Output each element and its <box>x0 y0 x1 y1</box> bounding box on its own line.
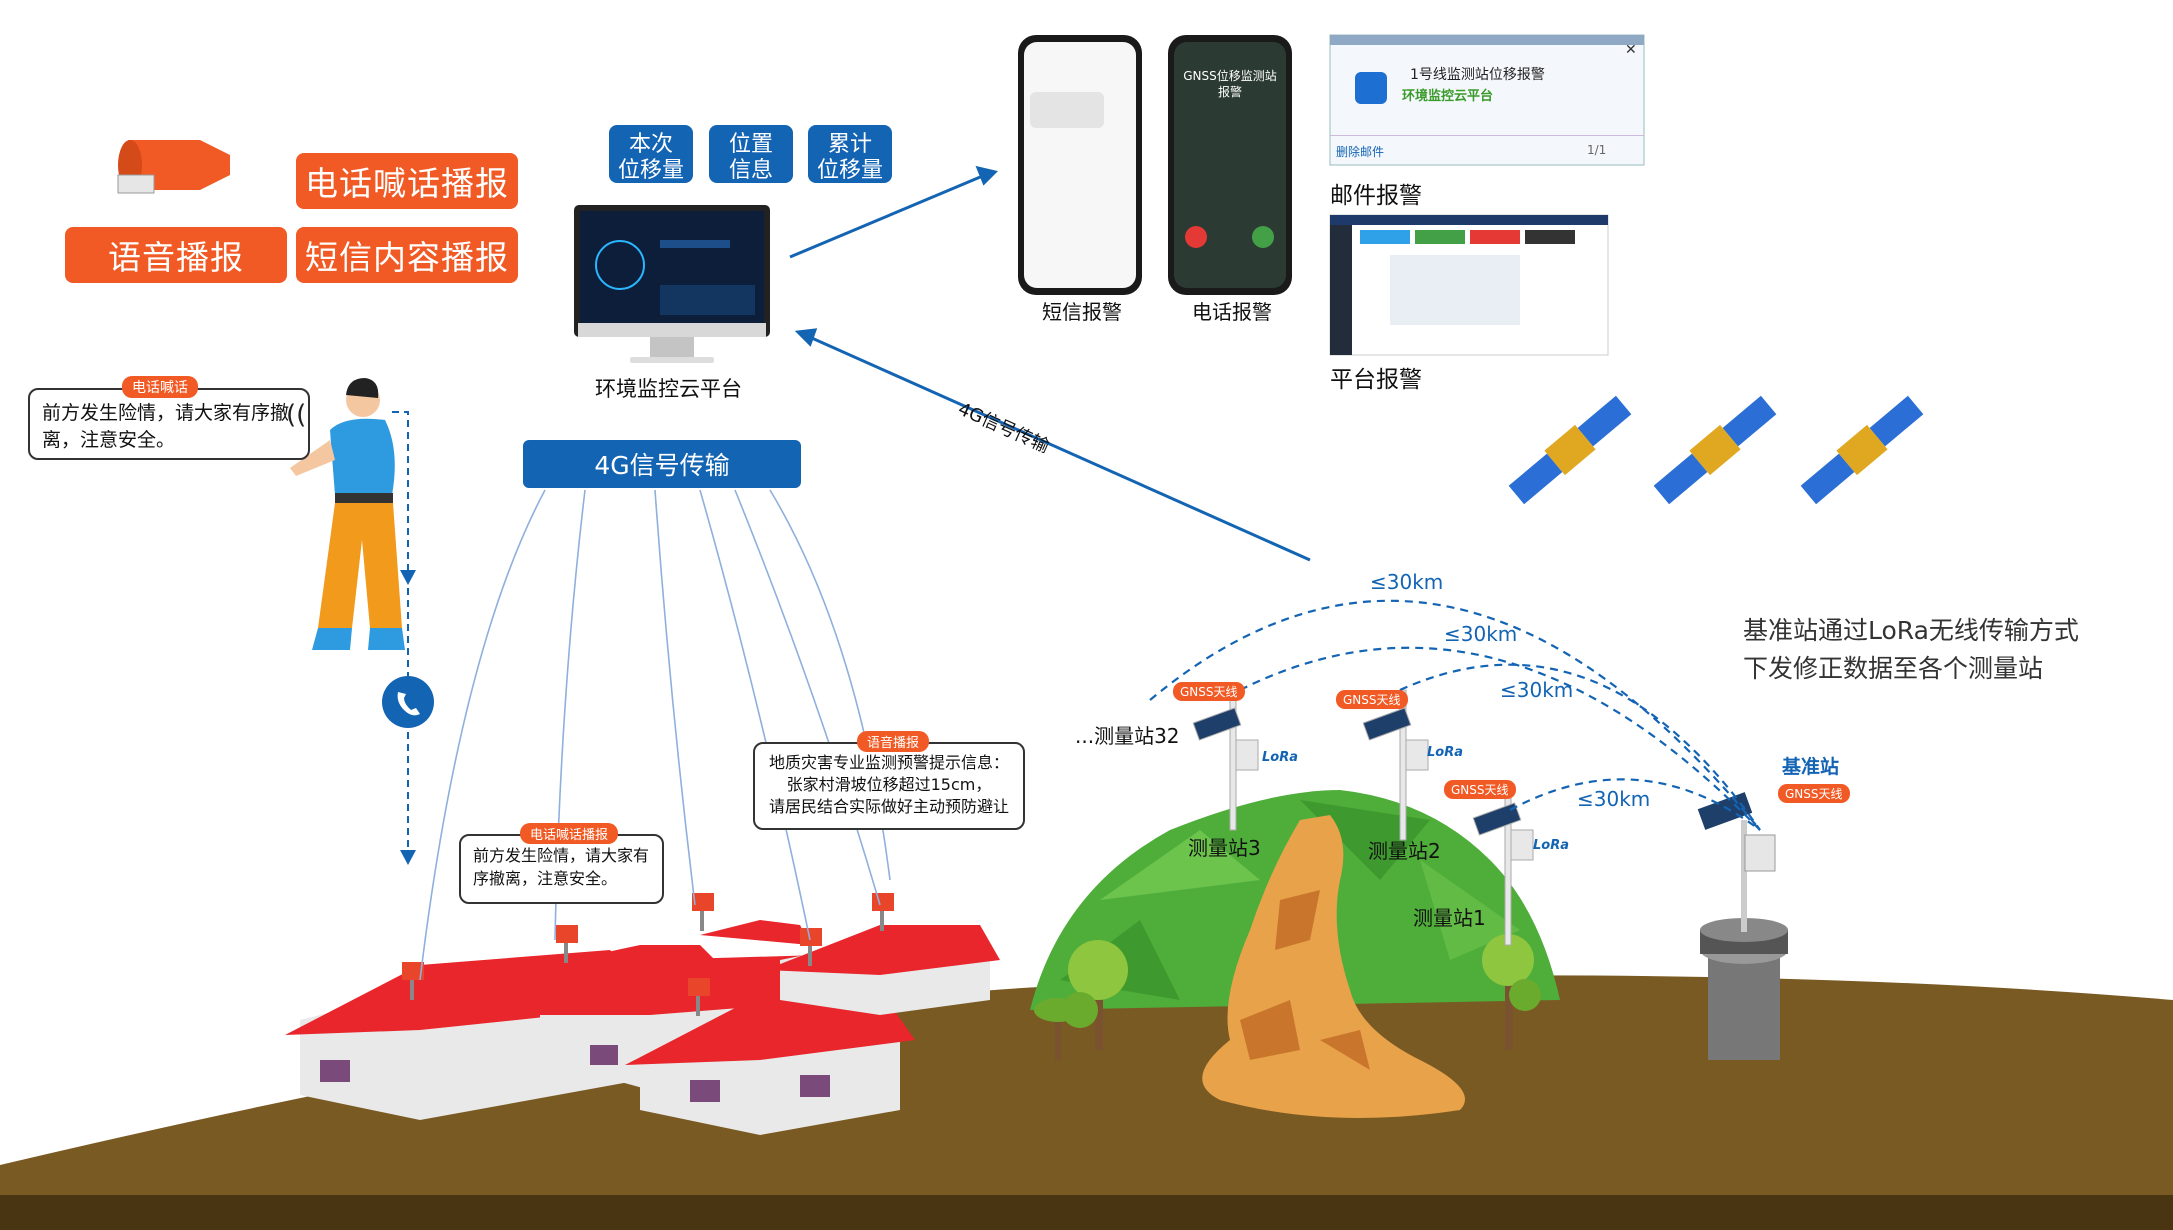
base-station-label: 基准站 <box>1782 756 1840 778</box>
email-subject: 1号线监测站位移报警 <box>1410 67 1545 83</box>
voice-line-3: 请居民结合实际做好主动预防避让 <box>768 797 1009 816</box>
monitor <box>574 205 770 363</box>
loudspeaker-device <box>117 140 230 194</box>
station-3-label: 测量站3 <box>1188 836 1261 860</box>
email-delete-link[interactable]: 删除邮件 <box>1336 145 1385 159</box>
arrows <box>789 165 1311 562</box>
distance-label-1: ≤30km <box>1370 570 1444 594</box>
house-bubble-tag: 电话喊话播报 <box>520 823 619 844</box>
sound-waves-icon: (( <box>286 400 307 430</box>
person-speech-bubble: 前方发生险情，请大家有序撤离，注意安全。 <box>28 388 310 460</box>
lora-tag-3: LoRa <box>1262 750 1298 765</box>
sms-alarm-label: 短信报警 <box>1042 300 1122 324</box>
data-tag-displacement: 本次 位移量 <box>609 125 693 183</box>
email-sender: 环境监控云平台 <box>1402 89 1494 104</box>
satellites <box>1508 395 1924 505</box>
lora-arcs <box>1149 599 1761 831</box>
gnss-tag-1: GNSS天线 <box>1444 780 1516 799</box>
person-bubble-text: 前方发生险情，请大家有序撤离，注意安全。 <box>42 402 290 451</box>
station-1-label: 测量站1 <box>1413 906 1486 930</box>
voice-line-2: 张家村滑坡位移超过15cm， <box>786 775 992 794</box>
signal-lines <box>419 489 891 981</box>
person-bubble-tag: 电话喊话 <box>122 376 198 398</box>
call-alarm-label: 电话报警 <box>1192 300 1272 324</box>
platform-screenshot <box>1329 214 1609 356</box>
gnss-tag-32: GNSS天线 <box>1173 682 1245 701</box>
gnss-tag-2: GNSS天线 <box>1336 690 1408 709</box>
email-window <box>1329 34 1645 166</box>
voice-bubble-tag: 语音播报 <box>857 731 930 752</box>
lora-tag-1: LoRa <box>1533 838 1569 853</box>
station-32-label: ...测量站32 <box>1075 724 1180 748</box>
platform-label: 环境监控云平台 <box>595 377 742 401</box>
phone-call-circle <box>382 676 434 728</box>
trees <box>1034 934 1541 1060</box>
distance-label-3: ≤30km <box>1500 678 1574 702</box>
distance-label-4: ≤30km <box>1577 787 1651 811</box>
station-poles <box>1192 689 1534 946</box>
data-tag-position: 位置 信息 <box>709 125 793 183</box>
house-speech-bubble: 前方发生险情，请大家有序撤离，注意安全。 <box>459 834 664 904</box>
email-close-icon[interactable]: ✕ <box>1625 42 1637 58</box>
gnss-tag-base: GNSS天线 <box>1778 784 1850 803</box>
phone-sms <box>1018 35 1142 295</box>
lora-tag-2: LoRa <box>1427 745 1463 760</box>
person-figure <box>290 378 405 650</box>
signal-box: 4G信号传输 <box>523 440 801 488</box>
email-alarm-label: 邮件报警 <box>1330 183 1422 209</box>
voice-speech-bubble: 地质灾害专业监测预警提示信息： 张家村滑坡位移超过15cm， 请居民结合实际做好… <box>753 742 1025 830</box>
ground <box>0 975 2173 1230</box>
data-tag-cumulative: 累计 位移量 <box>808 125 892 183</box>
house-bubble-text: 前方发生险情，请大家有序撤离，注意安全。 <box>473 846 650 888</box>
hill <box>1030 790 1560 1118</box>
email-pager: 1/1 <box>1587 143 1607 157</box>
phone-call <box>1168 35 1292 295</box>
station-2-label: 测量站2 <box>1368 839 1441 863</box>
lora-description: 基准站通过LoRa无线传输方式 下发修正数据至各个测量站 <box>1743 616 2079 683</box>
voice-broadcast: 语音播报 <box>65 227 287 283</box>
platform-alarm-label: 平台报警 <box>1330 367 1422 393</box>
distance-label-2: ≤30km <box>1444 622 1518 646</box>
houses <box>285 920 1000 1135</box>
base-station-pillar <box>1697 792 1788 1060</box>
voice-line-1: 地质灾害专业监测预警提示信息： <box>768 753 1009 772</box>
call-screen-title: GNSS位移监测站 报警 <box>1183 69 1277 99</box>
sms-content-broadcast: 短信内容播报 <box>296 227 518 283</box>
phone-shout-broadcast: 电话喊话播报 <box>296 153 518 209</box>
